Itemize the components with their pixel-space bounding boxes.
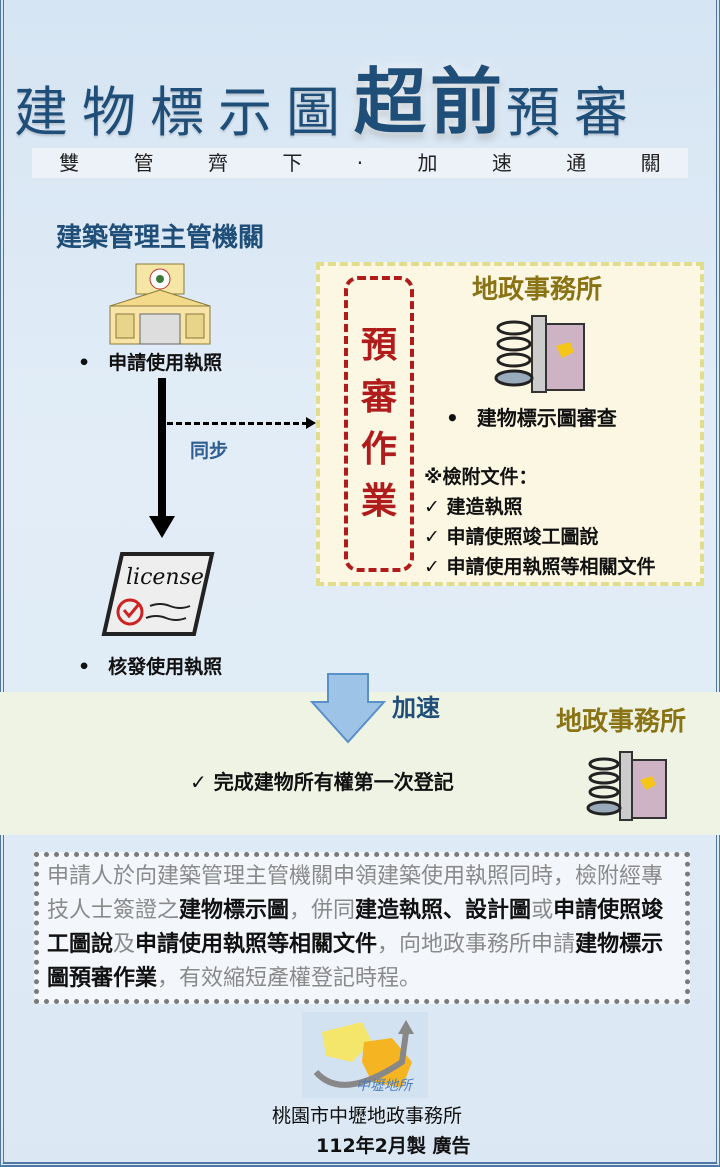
subtitle-char: 管 [133, 151, 154, 175]
label-char: 作 [360, 429, 397, 470]
subtitle-char: 速 [491, 151, 512, 175]
notice-text: 及 [113, 932, 136, 957]
review-item: 建物標示圖審查 [446, 404, 617, 432]
doc-item: ✓ 建造執照 [424, 496, 523, 518]
agency-heading: 建築管理主管機關 [56, 223, 265, 253]
notice-emphasis: 建造執照、設計圖 [355, 898, 532, 923]
land-office-icon-2 [586, 751, 667, 821]
government-building-icon [109, 263, 211, 345]
svg-text:license: license [126, 565, 204, 590]
flow-arrow-shaft [158, 378, 166, 518]
subtitle-char: 下 [282, 151, 303, 175]
accelerate-label: 加速 [392, 694, 440, 722]
notice-emphasis: 建物標示圖 [179, 898, 290, 923]
title-highlight: 超前 [354, 59, 507, 144]
subtitle-bar: 雙 管 齊 下 · 加 速 通 關 [32, 148, 688, 178]
land-office-icon [494, 315, 585, 393]
notice-text: 或 [531, 898, 554, 923]
issue-license-item: 核發使用執照 [78, 654, 222, 680]
label-char: 業 [360, 481, 397, 522]
svg-text:中壢地所: 中壢地所 [356, 1078, 414, 1094]
prereview-label: 預審作業 [344, 276, 414, 572]
notice-text: 申請人於向建築管理主管機關申領建築使用執照同時，檢附經專技人士簽證之 [47, 864, 664, 923]
title-part1: 建物標示圖 [14, 80, 354, 144]
flow-arrow-head [149, 516, 175, 538]
license-icon: license [101, 552, 215, 636]
notice-text: ，併同 [289, 898, 356, 923]
sync-dashed-arrow [158, 422, 308, 425]
doc-item: ✓ 申請使用執照等相關文件 [424, 556, 656, 578]
office-name: 桃園市中壢地政事務所 [272, 1105, 463, 1127]
doc-item: ✓ 申請使照竣工圖說 [424, 526, 599, 548]
subtitle-char: · [356, 151, 364, 175]
sync-arrow-head [306, 417, 316, 429]
notice-box: 申請人於向建築管理主管機關申領建築使用執照同時，檢附經專技人士簽證之建物標示圖，… [34, 852, 690, 1004]
subtitle-char: 關 [640, 151, 661, 175]
title-part3: 預審 [506, 80, 643, 144]
label-char: 審 [360, 377, 397, 418]
label-char: 預 [360, 325, 397, 366]
subtitle-char: 通 [566, 151, 587, 175]
subtitle-char: 雙 [59, 151, 80, 175]
subtitle-char: 齊 [207, 151, 228, 175]
notice-emphasis: 申請使用執照等相關文件 [135, 932, 378, 957]
registration-complete: ✓ 完成建物所有權第一次登記 [190, 770, 454, 794]
notice-emphasis: 建物標示圖預審作業 [47, 932, 664, 991]
land-office-heading-2: 地政事務所 [556, 707, 687, 737]
office-logo: 中壢地所 [302, 1012, 428, 1098]
notice-emphasis: 申請使照竣工圖說 [47, 898, 664, 957]
accelerate-arrow-icon [310, 673, 386, 744]
land-office-heading: 地政事務所 [472, 275, 603, 305]
notice-text: ，有效縮短產權登記時程。 [157, 966, 422, 991]
apply-license-item: 申請使用執照 [78, 350, 222, 376]
production-date: 112年2月製 廣告 [316, 1135, 471, 1157]
notice-text: ，向地政事務所申請 [377, 932, 576, 957]
subtitle-char: 加 [417, 151, 438, 175]
sync-label: 同步 [190, 440, 229, 462]
attached-docs: ※檢附文件： ✓ 建造執照 ✓ 申請使照竣工圖說 ✓ 申請使用執照等相關文件 [424, 462, 656, 582]
docs-heading: ※檢附文件： [424, 466, 538, 488]
page-title: 建物標示圖超前預審 [14, 60, 714, 142]
